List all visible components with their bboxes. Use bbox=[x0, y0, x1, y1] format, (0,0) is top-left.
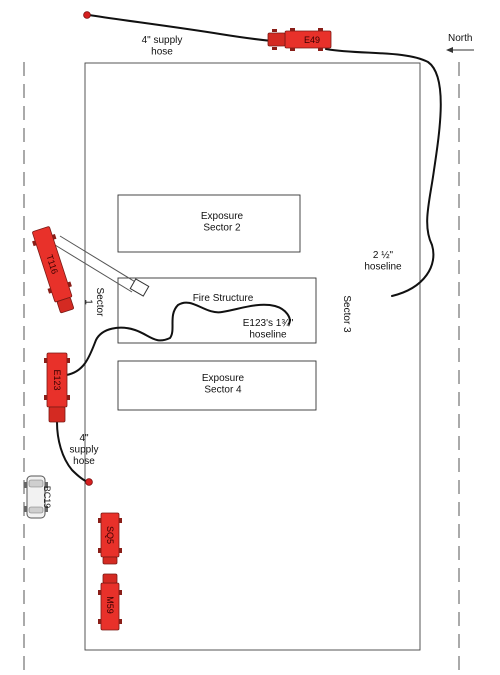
lot-boundary bbox=[84, 62, 421, 651]
supply-hose-top bbox=[88, 14, 273, 42]
apparatus-label-unit-b: M59 bbox=[105, 596, 115, 614]
north-indicator: North bbox=[446, 33, 474, 53]
label-hoseline-e123: E123's 1¾"hoseline bbox=[243, 318, 294, 341]
label-sector-1: Sector1 bbox=[83, 288, 106, 318]
apparatus-ladder-truck: T116 bbox=[32, 226, 74, 314]
apparatus-unit-a: SQ5 bbox=[98, 512, 122, 565]
supply-hose-left bbox=[56, 421, 89, 483]
apparatus-label-e123: E123 bbox=[52, 369, 62, 390]
hoseline-2-5-inch bbox=[325, 48, 442, 297]
hydrant-icon bbox=[85, 478, 93, 486]
apparatus-label-e49: E49 bbox=[304, 35, 320, 45]
ladder-tip-bucket bbox=[129, 278, 150, 297]
label-sector-3: Sector 3 bbox=[341, 295, 352, 333]
hydrant-icon bbox=[83, 11, 91, 19]
label-hoseline-2-5: 2 ½"hoseline bbox=[364, 250, 402, 273]
aerial-ladder bbox=[54, 235, 150, 297]
north-label: North bbox=[448, 33, 472, 44]
hoseline-e123 bbox=[65, 301, 291, 376]
apparatus-e49: E49 bbox=[267, 28, 332, 51]
building-label-fire-structure: Fire Structure bbox=[193, 293, 254, 304]
apparatus-label-bc19: BC19 bbox=[42, 486, 52, 509]
apparatus-label-unit-a: SQ5 bbox=[105, 526, 115, 544]
apparatus-bc19: BC19 bbox=[24, 475, 52, 519]
arrow-left-icon bbox=[446, 47, 474, 53]
apparatus-unit-b: M59 bbox=[98, 573, 122, 631]
apparatus-e123: E123 bbox=[44, 352, 70, 423]
